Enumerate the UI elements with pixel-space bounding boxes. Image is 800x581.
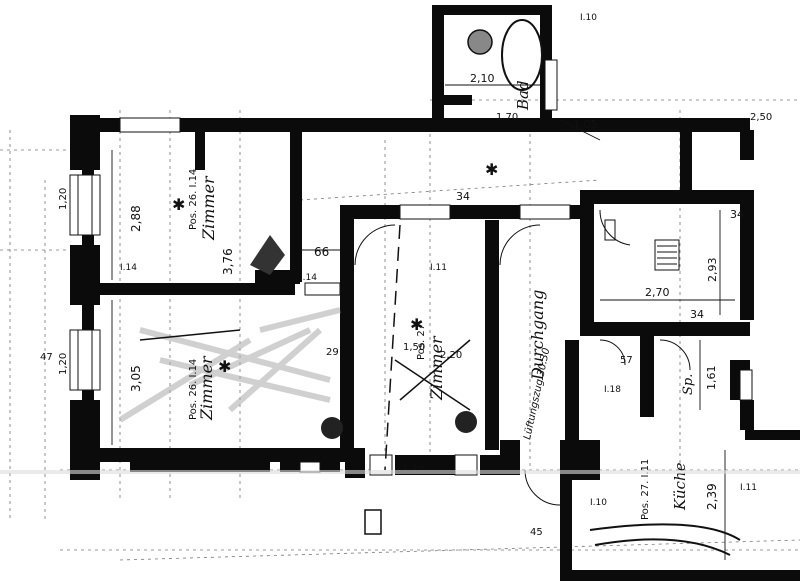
stove-zimmer-3 <box>455 411 477 433</box>
scan-band <box>0 470 800 474</box>
dim-376: 3,76 <box>221 248 235 275</box>
diagonal-cross <box>139 224 471 471</box>
svg-text:I.10: I.10 <box>580 13 597 23</box>
dim-239: 2,39 <box>705 483 719 510</box>
chimney-hatch <box>654 239 680 271</box>
room-label-kueche: Küche <box>671 462 689 511</box>
bathtub <box>501 19 543 91</box>
dimension-lines <box>111 84 735 560</box>
svg-text:✱: ✱ <box>485 160 498 179</box>
pencil-hatching <box>118 307 341 423</box>
dim-29: 29 <box>326 347 339 358</box>
dim-220: 2,20 <box>440 350 462 361</box>
dim-120a: 1,20 <box>58 188 69 210</box>
room-label-bad: Bad <box>514 80 532 111</box>
windows <box>69 59 571 476</box>
dim-47: 47 <box>40 352 53 363</box>
dim-305: 3,05 <box>129 365 143 392</box>
svg-text:I.10: I.10 <box>590 498 607 508</box>
dim-57: 57 <box>620 355 633 366</box>
ceiling-light-markers: ✱ ✱ ✱ ✱ <box>172 160 498 376</box>
dim-270: 2,70 <box>645 286 670 299</box>
fixtures <box>250 19 753 556</box>
dim-105: 1,05 <box>573 118 598 131</box>
dim-66: 66 <box>314 245 329 259</box>
svg-text:✱: ✱ <box>410 315 423 334</box>
room-label-zimmer-2: Zimmer <box>197 355 216 421</box>
svg-text:✱: ✱ <box>172 195 185 214</box>
pos-kueche: Pos. 27. I.11 <box>640 459 651 520</box>
room-label-zimmer-3: Zimmer <box>427 335 446 401</box>
stove-zimmer-2 <box>321 417 343 439</box>
room-labels: Bad Zimmer Zimmer Zimmer Durchgang Küche… <box>197 80 696 511</box>
dim-170: 1,70 <box>496 112 518 123</box>
dim-150: 1,50 <box>403 342 425 353</box>
svg-text:I.11: I.11 <box>740 483 757 493</box>
door-swings <box>354 209 691 506</box>
dim-120c: 1,20 <box>402 464 424 475</box>
svg-text:I.11: I.11 <box>430 263 447 273</box>
dim-120b: 1,20 <box>58 353 69 375</box>
dim-45: 45 <box>530 527 543 538</box>
svg-text:I.18: I.18 <box>604 385 621 395</box>
dim-34b: 34 <box>690 308 704 321</box>
room-label-durchgang: Durchgang <box>528 290 547 381</box>
dim-210: 2,10 <box>470 72 495 85</box>
ladder <box>364 509 382 535</box>
dim-34a: 34 <box>456 190 470 203</box>
room-label-speis: Sp. <box>681 374 696 395</box>
svg-text:I.14: I.14 <box>300 273 317 283</box>
dimension-labels: 2,88 3,76 3,05 2,39 1,61 2,93 2,70 2,10 … <box>40 72 772 538</box>
dim-288: 2,88 <box>129 205 143 232</box>
stove-bath <box>467 29 493 55</box>
dim-293: 2,93 <box>706 258 719 283</box>
pos-zimmer-1: Pos. 26. I.14 <box>188 169 199 230</box>
dim-250: 2,50 <box>750 112 772 123</box>
dim-161: 1,61 <box>705 366 718 391</box>
room-label-zimmer-1: Zimmer <box>199 175 218 241</box>
stove-zimmer-1 <box>250 235 285 275</box>
svg-text:I.14: I.14 <box>120 263 137 273</box>
pos-zimmer-2: Pos. 26. I.14 <box>188 359 199 420</box>
pos-zimmer-3: Pos. 27 <box>416 324 427 360</box>
dim-34c: 34 <box>730 208 744 221</box>
wall-tags: I.14 I.14 I.11 I.11 I.10 I.10 I.18 <box>120 13 757 508</box>
svg-text:✱: ✱ <box>218 357 231 376</box>
